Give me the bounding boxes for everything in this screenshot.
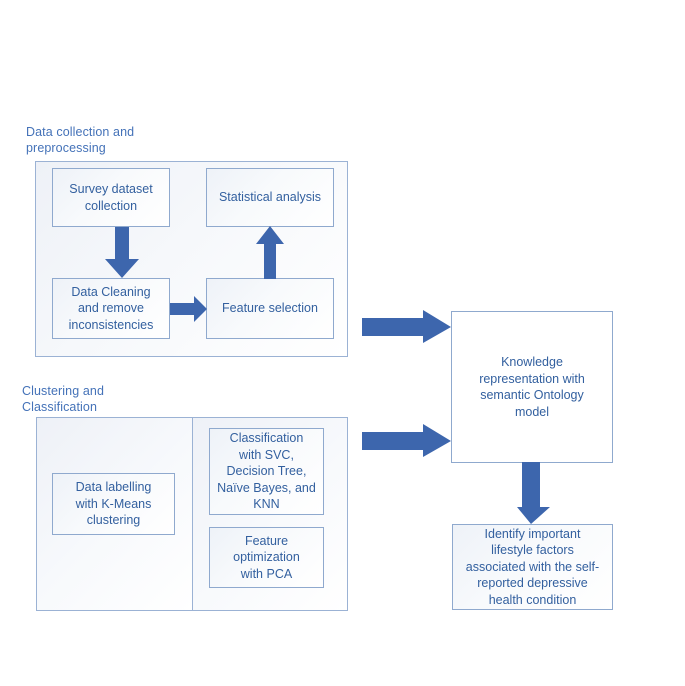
node-identify-lifestyle-factors[interactable]: Identify important lifestyle factors ass… [452,524,613,610]
node-feature-selection[interactable]: Feature selection [206,278,334,339]
node-data-labelling[interactable]: Data labelling with K-Means clustering [52,473,175,535]
arrow-feature-selection-to-statistical [254,226,286,280]
node-survey-dataset-collection[interactable]: Survey dataset collection [52,168,170,227]
arrow-preprocessing-to-knowledge [362,310,452,344]
arrow-knowledge-to-identify [516,462,552,525]
node-knowledge-representation[interactable]: Knowledge representation with semantic O… [451,311,613,463]
node-feature-optimization[interactable]: Feature optimization with PCA [209,527,324,588]
node-data-cleaning[interactable]: Data Cleaning and remove inconsistencies [52,278,170,339]
arrow-clustering-to-knowledge [362,424,452,458]
arrow-cleaning-to-feature-selection [170,296,208,322]
group-label-clustering-classification: Clustering and Classification [22,384,105,414]
node-classification[interactable]: Classification with SVC, Decision Tree, … [209,428,324,515]
group-label-data-collection: Data collection and preprocessing [26,125,135,155]
arrow-survey-to-cleaning [99,227,145,279]
node-statistical-analysis[interactable]: Statistical analysis [206,168,334,227]
